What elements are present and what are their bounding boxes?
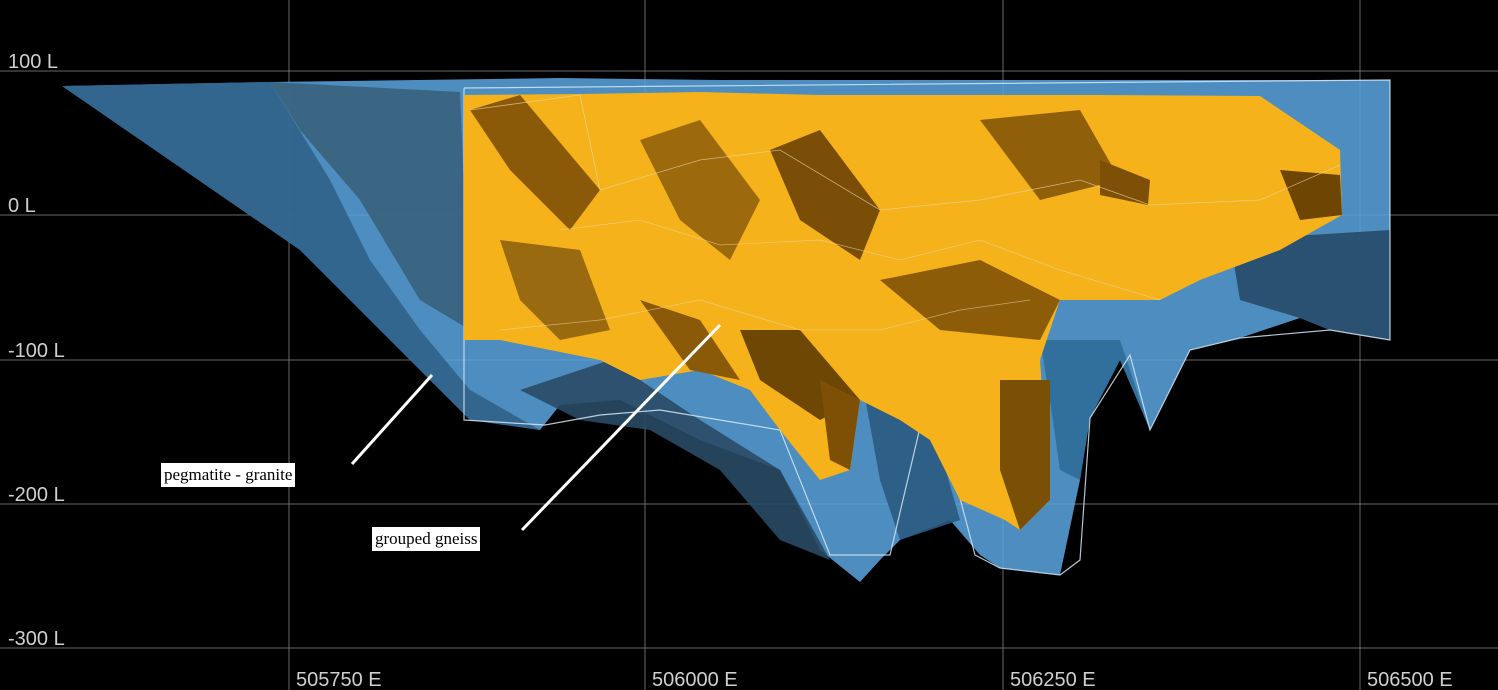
grouped-gneiss-body — [464, 92, 1342, 530]
gneiss-dark-4 — [980, 110, 1120, 200]
pegmatite-shadow-lower2 — [1040, 340, 1150, 480]
x-label-506000E: 506000 E — [652, 669, 738, 690]
pegmatite-shadow-right — [1230, 230, 1390, 340]
y-label-minus100L: -100 L — [8, 340, 65, 362]
gneiss-edge-lines — [469, 94, 1341, 211]
x-label-506250E: 506250 E — [1010, 669, 1096, 690]
y-label-minus200L: -200 L — [8, 484, 65, 506]
x-label-505750E: 505750 E — [296, 669, 382, 690]
grouped-gneiss-callout: grouped gneiss — [372, 527, 481, 551]
gneiss-dark-10 — [1280, 170, 1342, 220]
gneiss-dark-9 — [880, 260, 1060, 340]
y-label-100L: 100 L — [8, 51, 58, 73]
x-label-506500E: 506500 E — [1367, 669, 1453, 690]
gneiss-dark-1 — [470, 95, 600, 230]
gneiss-dark-12 — [820, 380, 860, 470]
pegmatite-granite-callout: pegmatite - granite — [161, 463, 296, 487]
model-boundary-outline — [463, 79, 1391, 576]
gneiss-dark-8 — [1000, 380, 1050, 530]
x-axis-labels: 505750 E 506000 E 506250 E 506500 E — [296, 669, 1453, 690]
pegmatite-shadow-left — [62, 82, 540, 430]
y-axis-labels: 100 L 0 L -100 L -200 L -300 L — [8, 51, 65, 650]
y-label-minus300L: -300 L — [8, 628, 65, 650]
pegmatite-shadow-mid — [520, 360, 830, 560]
pegmatite-shadow-top — [270, 82, 470, 330]
gneiss-leader-line — [520, 323, 722, 532]
y-label-0L: 0 L — [8, 195, 36, 217]
gneiss-dark-11 — [640, 300, 740, 380]
gneiss-dark-6 — [500, 240, 610, 340]
gneiss-dark-2 — [640, 120, 760, 260]
gneiss-edge-lines-3 — [499, 299, 1031, 331]
gneiss-dark-3 — [770, 130, 880, 260]
pegmatite-leader-line — [350, 373, 434, 466]
gneiss-edge-lines-2 — [559, 219, 1161, 301]
gneiss-dark-5 — [1100, 160, 1150, 205]
